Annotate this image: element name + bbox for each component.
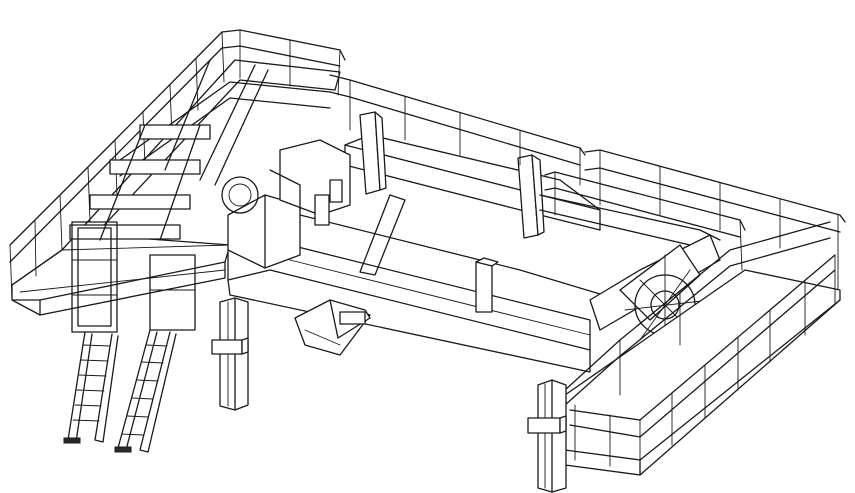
rear-guard-railing bbox=[329, 74, 586, 186]
support-pillar-left bbox=[211, 297, 249, 411]
platform-stair-frames bbox=[69, 59, 269, 333]
right-walkway-handrail bbox=[564, 221, 836, 471]
right-guard-railing bbox=[544, 149, 846, 291]
left-walkway-platform bbox=[11, 59, 341, 316]
access-ladder-left bbox=[63, 331, 119, 444]
left-headstock bbox=[221, 139, 351, 226]
gantry-column-left bbox=[359, 111, 387, 195]
under-bracket bbox=[294, 299, 371, 356]
access-ladder-right bbox=[114, 329, 177, 453]
support-pillar-right bbox=[527, 379, 567, 493]
gantry-bed-frame bbox=[227, 194, 721, 373]
gantry-column-right bbox=[517, 154, 545, 239]
